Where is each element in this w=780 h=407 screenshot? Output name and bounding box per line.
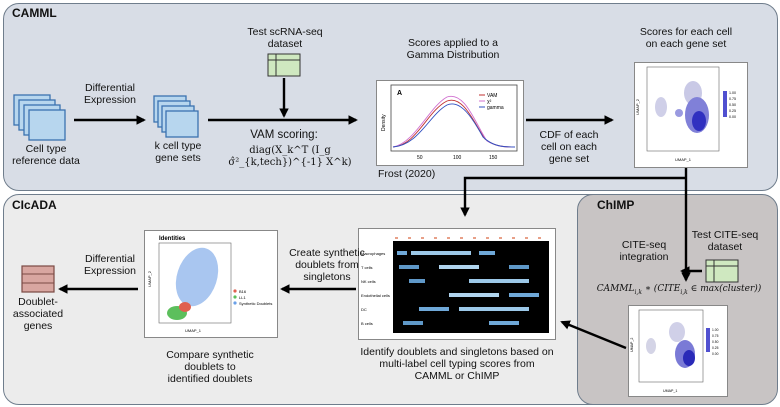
vam-formula: diag(X_k^T (I_g σ̂²_{k,tech})^{-1} X^k)	[228, 145, 352, 168]
diff-expression-label: Differential Expression	[84, 82, 136, 106]
chimp-legend-tick-2: 0.75	[712, 334, 719, 338]
chimp-formula: CAMMLi,k ∗ (CITEi,k ∈ max(cluster))	[596, 284, 762, 296]
reference-data-label: Cell type reference data	[12, 143, 80, 167]
arrow-scores-to-heatmap	[460, 176, 686, 217]
heatmap-plot: Macrophages T cells NK cells Endothelial…	[358, 228, 556, 340]
heatmap-row-nkcells: NK cells	[361, 279, 376, 284]
chimp-panel	[577, 194, 778, 405]
camml-legend-tick-4: 0.25	[729, 109, 736, 113]
camml-legend-tick-1: 1.00	[729, 91, 736, 95]
identities-title: Identities	[159, 236, 186, 242]
cicada-title: CIcADA	[12, 198, 57, 212]
chimp-legend-tick-4: 0.25	[712, 346, 719, 350]
identities-legend-b16: B16	[239, 289, 247, 294]
gene-sets-label: k cell type gene sets	[154, 140, 202, 164]
heatmap-row-macrophages: Macrophages	[361, 251, 385, 256]
camml-umap-svg: UMAP_2 UMAP_1 1.00 0.75 0.50 0.25 0.00	[635, 66, 736, 162]
chimp-umap-svg: UMAP_2 UMAP_1 1.00 0.75 0.50 0.25 0.00	[630, 309, 719, 393]
create-doublets-label: Create synthetic doublets from singleton…	[289, 247, 365, 283]
scrna-dataset-label: Test scRNA-seq dataset	[247, 26, 323, 50]
chimp-title: ChIMP	[597, 198, 635, 212]
gene-sets-icon	[153, 95, 199, 138]
chimp-umap-xlabel: UMAP_1	[663, 389, 677, 393]
compare-doublets-label: Compare synthetic doublets to identified…	[166, 349, 254, 385]
reference-data-icon	[13, 94, 66, 141]
cite-integration-label: CITE-seq integration	[619, 239, 669, 263]
gamma-ylabel: Density	[381, 114, 387, 131]
gamma-panel-letter: A	[397, 90, 402, 97]
arrow-chimp-to-heatmap	[560, 320, 627, 350]
gamma-plot: A Density VAM χ² gamma 50 100 150	[376, 80, 524, 166]
gamma-xtick-100: 100	[453, 155, 462, 161]
chimp-legend-tick-1: 1.00	[712, 328, 719, 332]
identities-ylabel: UMAP_2	[147, 270, 152, 287]
frost-citation: Frost (2020)	[378, 168, 436, 180]
camml-umap-ylabel: UMAP_2	[635, 98, 640, 115]
identities-svg: Identities UMAP_2 UMAP_1 B16 LL1 Synthet…	[147, 236, 272, 333]
gamma-legend-chi2: χ²	[487, 99, 492, 105]
camml-title: CAMML	[12, 6, 57, 20]
doublet-genes-label: Doublet- associated genes	[12, 296, 64, 332]
cite-dataset-icon	[705, 259, 739, 283]
heatmap-row-dc: DC	[361, 307, 367, 312]
identities-plot: Identities UMAP_2 UMAP_1 B16 LL1 Synthet…	[144, 230, 278, 338]
gamma-title: Scores applied to a Gamma Distribution	[406, 37, 500, 61]
gamma-legend-vam: VAM	[487, 93, 497, 99]
identify-doublets-label: Identify doublets and singletons based o…	[360, 346, 554, 382]
heatmap-row-endothelial: Endothelial cells	[361, 293, 390, 298]
chimp-umap-ylabel: UMAP_2	[630, 338, 634, 352]
scrna-dataset-icon	[267, 53, 301, 77]
cicada-diff-expression-label: Differential Expression	[84, 253, 136, 277]
identities-legend-ll1: LL1	[239, 295, 246, 300]
heatmap-svg: Macrophages T cells NK cells Endothelial…	[361, 237, 549, 333]
heatmap-row-tcells: T cells	[361, 265, 372, 270]
gamma-legend-gamma: gamma	[487, 105, 504, 111]
heatmap-row-bcells: B cells	[361, 321, 373, 326]
camml-legend-tick-3: 0.50	[729, 103, 736, 107]
gamma-xtick-150: 150	[489, 155, 498, 161]
chimp-legend-tick-5: 0.00	[712, 352, 719, 356]
vam-scoring-label: VAM scoring:	[250, 129, 318, 141]
camml-legend-tick-5: 0.00	[729, 115, 736, 119]
doublet-genes-icon	[21, 265, 55, 293]
identities-xlabel: UMAP_1	[185, 328, 202, 333]
gamma-xtick-50: 50	[417, 155, 423, 161]
camml-legend-tick-2: 0.75	[729, 97, 736, 101]
camml-umap-plot: UMAP_2 UMAP_1 1.00 0.75 0.50 0.25 0.00	[634, 62, 748, 168]
scores-label: Scores for each cell on each gene set	[639, 26, 733, 50]
camml-umap-xlabel: UMAP_1	[675, 157, 692, 162]
chimp-legend-tick-3: 0.50	[712, 340, 719, 344]
chimp-umap-plot: UMAP_2 UMAP_1 1.00 0.75 0.50 0.25 0.00	[628, 305, 728, 397]
identities-legend-synthetic: Synthetic Doublets	[239, 301, 272, 306]
cite-dataset-label: Test CITE-seq dataset	[691, 229, 759, 253]
gamma-plot-svg: A Density VAM χ² gamma 50 100 150	[381, 84, 518, 161]
cdf-label: CDF of each cell on each gene set	[539, 129, 599, 165]
